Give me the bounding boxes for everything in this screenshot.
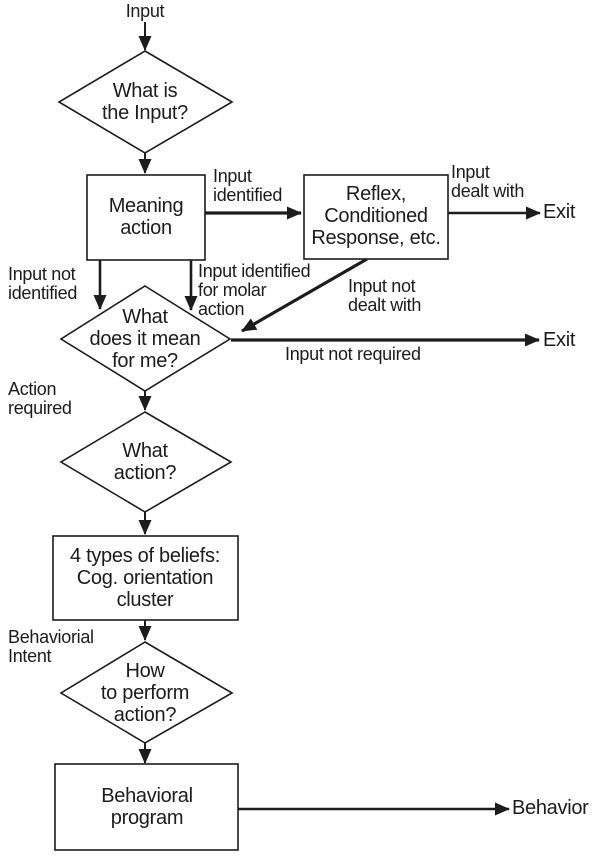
- decision-what-is-input-label: What is the Input?: [102, 80, 188, 124]
- decision-what-action-shape: [59, 411, 233, 513]
- label-input-not-dealt-with: Input not dealt with: [348, 276, 422, 316]
- process-beliefs-label: 4 types of beliefs: Cog. orientation clu…: [70, 545, 220, 611]
- label-input-identified-for-molar-action: Input identified for molar action: [198, 261, 311, 320]
- process-behavioral-program-label: Behavioral program: [101, 785, 193, 829]
- process-meaning-action-label: Meaning action: [108, 195, 184, 239]
- decision-what-does-it-mean-shape: [59, 285, 232, 392]
- process-behavioral-program-shape: [54, 763, 239, 851]
- label-behaviorial-intent: Behaviorial Intent: [8, 627, 94, 667]
- decision-how-to-perform-shape: [59, 641, 234, 744]
- label-input-dealt-with: Input dealt with: [451, 162, 525, 202]
- decision-what-action-label: What action?: [113, 440, 177, 484]
- label-input-not-identified: Input not identified: [8, 264, 78, 304]
- label-input-identified: Input identified: [213, 166, 283, 206]
- edge-reflex-to-what-does-it-mean: [241, 257, 368, 333]
- start-input-label: Input: [125, 1, 165, 21]
- terminal-exit-middle: Exit: [543, 329, 576, 351]
- label-input-not-required: Input not required: [285, 344, 421, 364]
- decision-what-does-it-mean-label: What does it mean for me?: [89, 306, 201, 372]
- process-beliefs-shape: [52, 535, 239, 621]
- decision-what-is-input-shape: [57, 50, 234, 154]
- decision-how-to-perform-label: How to perform action?: [100, 660, 190, 726]
- terminal-exit-top: Exit: [543, 201, 576, 223]
- label-action-required: Action required: [8, 379, 72, 419]
- terminal-behavior: Behavior: [512, 797, 589, 819]
- process-meaning-action-shape: [86, 174, 206, 261]
- process-reflex-shape: [303, 174, 449, 260]
- process-reflex-label: Reflex, Conditioned Response, etc.: [311, 183, 441, 249]
